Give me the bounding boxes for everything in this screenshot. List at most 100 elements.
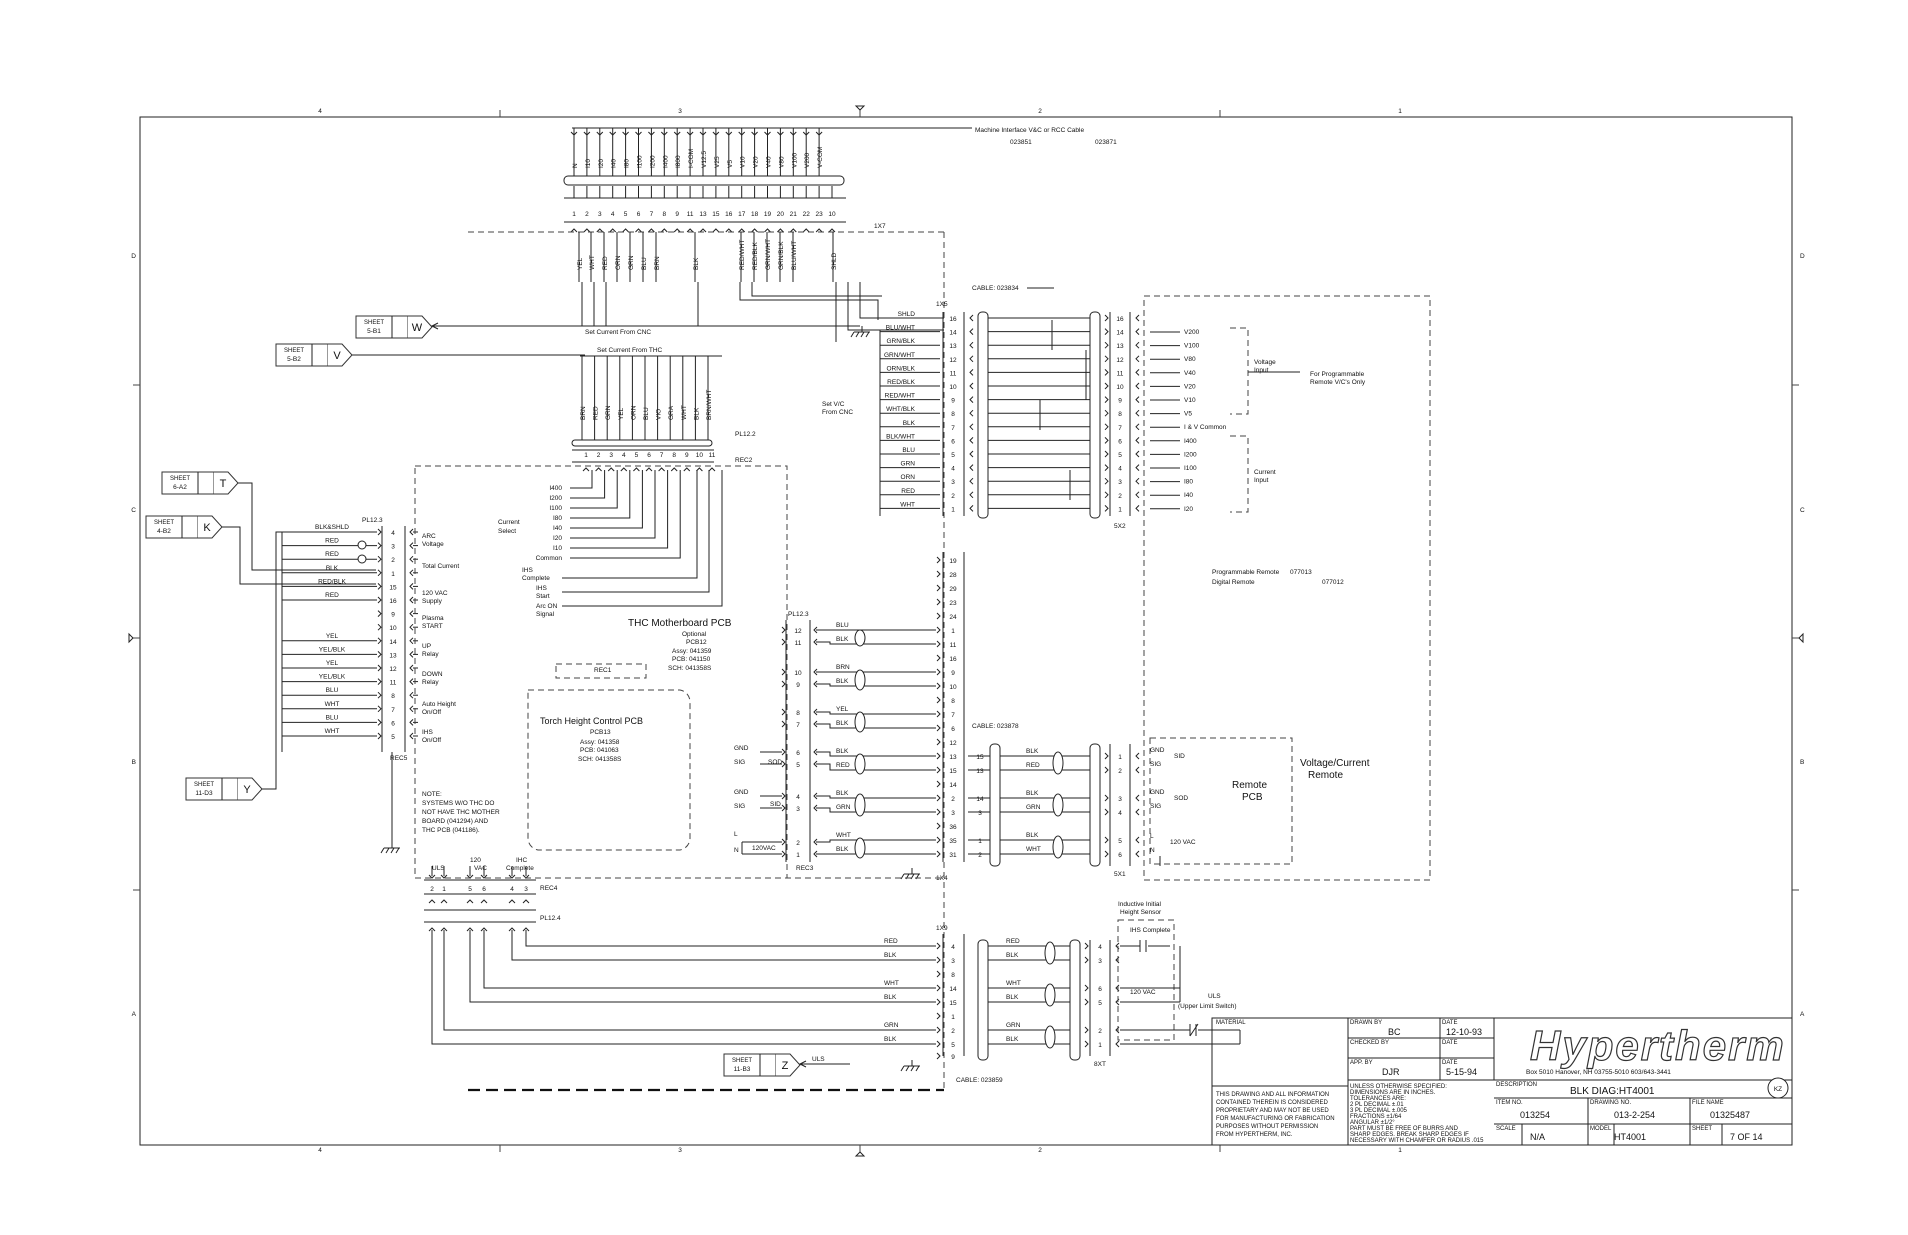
x5-wire-color: ORN/BLK xyxy=(886,365,915,372)
pl123b-chevron xyxy=(781,792,786,800)
x7-pin-number: 5 xyxy=(624,211,628,218)
pl122-wire-color: BLK xyxy=(693,407,700,420)
x7-pin-number: 22 xyxy=(803,211,811,218)
rec4-header-vac: 120 xyxy=(470,857,481,864)
rec4-header-ihc: Complete xyxy=(506,865,534,872)
x7-cable-bundle xyxy=(563,175,845,186)
x7-top-chevron xyxy=(802,131,810,136)
x5-wire-color: GRN/WHT xyxy=(884,352,915,359)
current-select-wire xyxy=(570,470,618,509)
border-row-right: A xyxy=(1800,1011,1805,1018)
x1-chevron xyxy=(1135,794,1140,802)
sheet-ref-number: 6-A2 xyxy=(173,484,187,491)
proprietary-note: THIS DRAWING AND ALL INFORMATION xyxy=(1216,1092,1329,1098)
x5-chevron xyxy=(969,369,974,376)
pl123-chevron xyxy=(377,528,382,536)
pl123b-chevron xyxy=(781,708,786,716)
sheet-ref-sheet: SHEET xyxy=(194,782,214,788)
pl123-chevron xyxy=(409,555,414,563)
x4-pin: 35 xyxy=(949,838,957,845)
x4-wire-color: BLK xyxy=(836,678,849,685)
pl123b-sod: SOD xyxy=(768,759,782,766)
pl122-pin: 5 xyxy=(635,452,639,459)
pl123-pin: 7 xyxy=(391,707,395,714)
x7-pin-chevron xyxy=(828,228,836,233)
pl123-wire-color: BLU xyxy=(326,714,339,721)
x9-cable-color: WHT xyxy=(1006,980,1021,987)
x1-chevron xyxy=(1104,850,1109,858)
x1-chevron xyxy=(1135,850,1140,858)
current-select-wire xyxy=(570,470,631,519)
x4-wire xyxy=(816,763,936,771)
x7-pin-number: 15 xyxy=(712,211,720,218)
x7-wire-color: RED/BLK xyxy=(752,242,759,270)
x7-pin-number: 3 xyxy=(598,211,602,218)
proprietary-note: FROM HYPERTHERM, INC. xyxy=(1216,1132,1293,1138)
x7-pin-number: 4 xyxy=(611,211,615,218)
x1-pin-left: 14 xyxy=(976,796,984,803)
x7-pin-chevron xyxy=(686,228,694,233)
x7-top-chevron xyxy=(686,131,694,136)
sheet-ref-sheet: SHEET xyxy=(364,320,384,326)
remote-sig2: SIG xyxy=(1150,803,1161,810)
current-select-wire xyxy=(570,470,681,559)
x4-pin: 7 xyxy=(951,712,955,719)
x4-pin: 12 xyxy=(949,740,957,747)
remote-n: N xyxy=(1150,847,1155,854)
pl123b-pin: 9 xyxy=(796,682,800,689)
rec4-header-vac: VAC xyxy=(474,865,487,872)
pl123b-label: PL12.3 xyxy=(788,611,809,618)
pl124-chevron xyxy=(480,927,488,932)
pl122-pin: 2 xyxy=(597,452,601,459)
pl124-chevron xyxy=(440,927,448,932)
uls-label: ULS xyxy=(1208,993,1221,1000)
x2-chevron xyxy=(1135,409,1140,417)
scale-label: SCALE xyxy=(1496,1126,1516,1132)
tolerance-note: 2 PL DECIMAL ±.01 xyxy=(1350,1102,1404,1108)
pl123b-pin: 1 xyxy=(796,852,800,859)
x7-pin-number: 6 xyxy=(637,211,641,218)
pl123b-pin: 8 xyxy=(796,710,800,717)
x7-top-chevron xyxy=(660,131,668,136)
x2-chevron xyxy=(1135,491,1140,499)
pl123-chevron xyxy=(409,705,414,713)
x4-chevron xyxy=(936,836,941,844)
pl123b-chevron xyxy=(813,708,818,716)
remote-gnd1: GND xyxy=(1150,747,1165,754)
x4-pin: 19 xyxy=(949,558,957,565)
x7-wire-color: GRN/WHT xyxy=(765,239,772,270)
xt8-pin: 3 xyxy=(1098,958,1102,965)
sheet-value: 7 OF 14 xyxy=(1730,1132,1763,1142)
x2-chevron xyxy=(1104,477,1109,485)
pl123-pin: 15 xyxy=(389,584,397,591)
x5-wire-color: ORN xyxy=(901,474,916,481)
x9-pin: 9 xyxy=(951,1054,955,1061)
pl123b-chevron xyxy=(781,748,786,756)
pl123b-chevron xyxy=(813,626,818,634)
pl123-pin: 12 xyxy=(389,666,397,673)
ground-hatch xyxy=(385,847,390,854)
pl122-pin: 6 xyxy=(647,452,651,459)
pl123b-pin: 10 xyxy=(794,670,802,677)
x7-signal-name: V100 xyxy=(791,152,798,168)
x7-top-chevron xyxy=(648,131,655,136)
x5-pin: 14 xyxy=(949,330,957,337)
x2-signal: V10 xyxy=(1184,397,1196,404)
pl122-wire-color: YEL xyxy=(618,407,625,420)
x9-chevron xyxy=(936,1026,941,1034)
pl122-pin: 4 xyxy=(622,452,626,459)
pl123-wire-color: BLK xyxy=(326,565,339,572)
vc-remote-title: Voltage/Current xyxy=(1300,758,1370,769)
current-input-label: Current xyxy=(1254,469,1276,476)
x2-signal: V100 xyxy=(1184,343,1200,350)
x2-chevron xyxy=(1135,369,1140,376)
tolerance-note: NECESSARY WITH CHAMFER OR RADIUS .015 xyxy=(1350,1138,1484,1144)
border-row-right: B xyxy=(1800,759,1804,766)
x7-wire-color: RED/WHT xyxy=(739,240,746,270)
x7-signal-name: V12.5 xyxy=(701,151,708,168)
current-select-wire xyxy=(570,470,643,529)
xt8-pin: 1 xyxy=(1098,1042,1102,1049)
x4-pin: 28 xyxy=(949,572,957,579)
x4-wire xyxy=(816,795,936,799)
